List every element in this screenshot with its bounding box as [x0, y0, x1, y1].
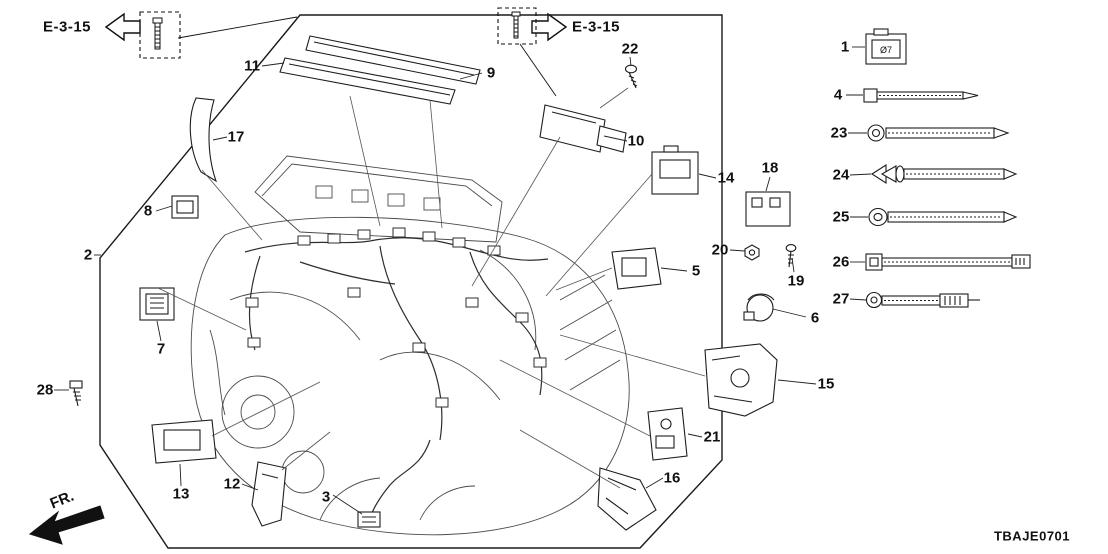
callout-21: 21: [703, 428, 721, 446]
callout-14: 14: [717, 169, 735, 187]
part-4-cable-tie: [863, 88, 979, 103]
callout-19: 19: [787, 272, 805, 290]
part-10-connector-holder: [539, 104, 627, 153]
fr-direction-arrow-icon: [28, 505, 105, 545]
part-13-bracket: [151, 419, 217, 464]
callout-27: 27: [832, 290, 850, 308]
callout-6: 6: [810, 309, 820, 327]
callout-23: 23: [830, 124, 848, 142]
diagram-code: TBAJE0701: [993, 528, 1071, 544]
part-26-cable-tie-buckle: [865, 253, 1031, 271]
ref-label-left: E-3-15: [42, 18, 92, 36]
callout-24: 24: [832, 166, 850, 184]
callout-12: 12: [223, 475, 241, 493]
part-12-bracket: [251, 461, 287, 527]
diagram-border: [99, 14, 723, 549]
callout-4: 4: [833, 86, 843, 104]
ref-arrow-right-icon: [531, 12, 568, 42]
bolt-icon: [511, 11, 521, 39]
callout-3: 3: [321, 488, 331, 506]
callout-26: 26: [832, 253, 850, 271]
callout-1: 1: [840, 38, 850, 56]
ref-label-right: E-3-15: [571, 18, 621, 36]
callout-15: 15: [817, 375, 835, 393]
ref-arrow-left-icon: [104, 12, 141, 42]
part-20-nut-icon: [744, 244, 760, 261]
callout-16: 16: [663, 469, 681, 487]
part-23-cable-tie-clip: [867, 124, 1010, 142]
part-27-cable-tie-small: [865, 291, 980, 309]
harness-runs: [244, 237, 549, 519]
callout-20: 20: [711, 241, 729, 259]
callout-7: 7: [156, 340, 166, 358]
part-19-screw-icon: [785, 244, 797, 268]
part-6-tube-clamp: [743, 293, 775, 322]
part-21-bracket: [647, 407, 688, 461]
harness-connectors: [245, 227, 547, 408]
part-11-harness-holder: [279, 57, 456, 105]
part-25-cable-tie-mount: [868, 207, 1018, 227]
part-14-connector-bracket: [651, 145, 699, 195]
part-17-harness-bracket: [189, 97, 218, 183]
part-22-screw-icon: [624, 64, 638, 89]
callout-17: 17: [227, 128, 245, 146]
ref-bolt-box-left: [139, 11, 298, 59]
part-1-connector: [865, 28, 907, 65]
leader-lines: [54, 46, 872, 515]
callout-8: 8: [143, 202, 153, 220]
bolt-icon: [152, 17, 163, 50]
part-16-bracket: [597, 467, 657, 531]
callout-10: 10: [627, 132, 645, 150]
part-24-cable-tie-anchor: [870, 163, 1018, 185]
callout-11: 11: [244, 57, 260, 75]
part-5-connector: [611, 247, 662, 290]
ref-bolt-box-right: [497, 7, 557, 97]
part-9-harness-holder: [305, 35, 481, 85]
part-15-harness-bracket: [704, 343, 778, 417]
callout-9: 9: [486, 64, 496, 82]
callout-13: 13: [172, 485, 190, 503]
callout-18: 18: [761, 159, 779, 177]
part-28-bolt-icon: [69, 380, 83, 407]
part-18-junction-bracket: [745, 191, 791, 227]
callout-5: 5: [691, 262, 701, 280]
callout-25: 25: [832, 208, 850, 226]
callout-2: 2: [83, 246, 93, 264]
part-1-diameter-note: Ø7: [879, 45, 893, 55]
part-8-connector: [171, 195, 199, 219]
part-3-sub-cord: [357, 511, 381, 528]
callout-28: 28: [36, 381, 54, 399]
callout-22: 22: [621, 40, 639, 58]
